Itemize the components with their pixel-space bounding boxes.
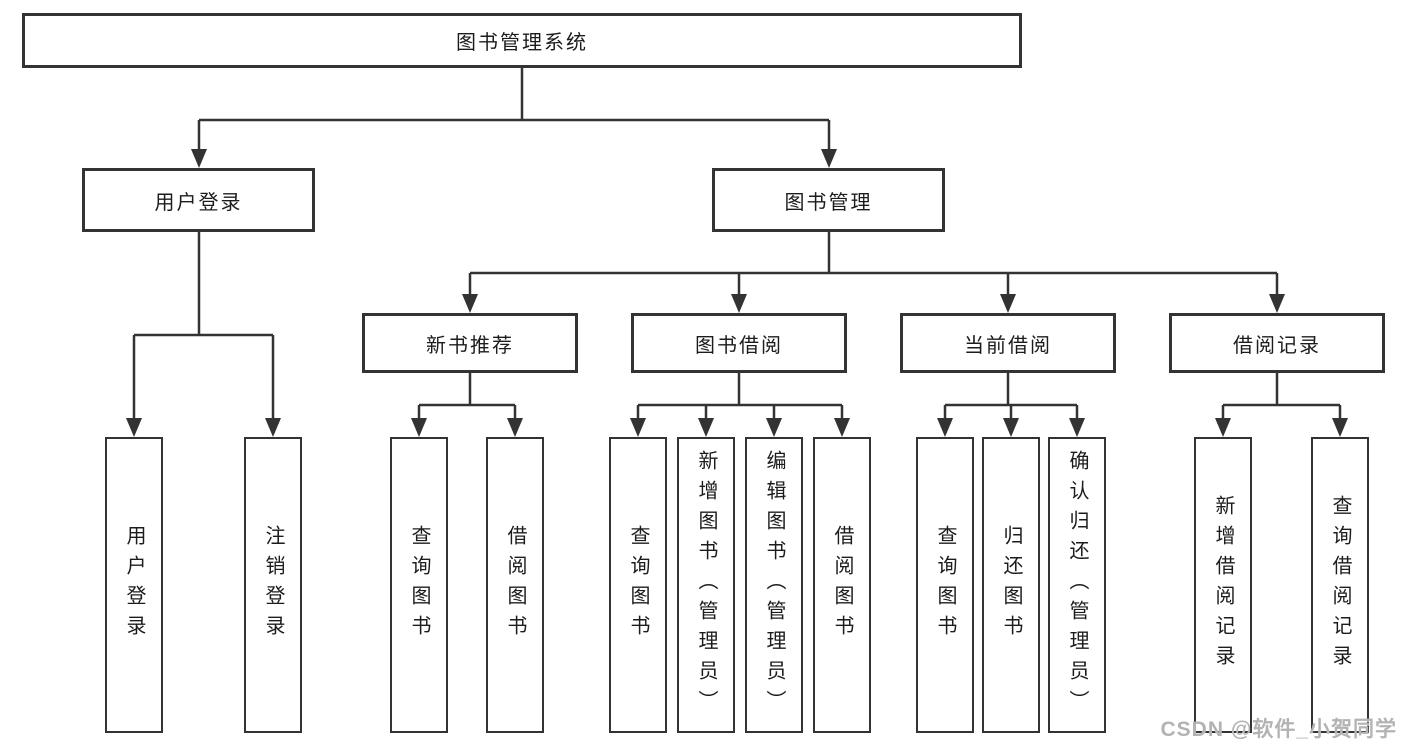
connector-newbook-to-leaves xyxy=(417,373,517,420)
arrowhead xyxy=(265,418,281,437)
arrowhead xyxy=(1000,294,1016,313)
leaf-query-books-current: 查询图书 xyxy=(916,437,974,733)
arrowhead xyxy=(821,149,837,168)
arrowhead xyxy=(411,418,427,437)
arrowhead xyxy=(630,418,646,437)
leaf-user-login: 用户登录 xyxy=(105,437,163,733)
connector-root-to-level2 xyxy=(197,68,831,152)
connector-current-to-leaves xyxy=(943,373,1079,420)
node-user-login: 用户登录 xyxy=(82,168,315,232)
connector-userlogin-to-leaves xyxy=(132,232,275,420)
node-current-borrowing: 当前借阅 xyxy=(900,313,1116,373)
arrowhead xyxy=(937,418,953,437)
leaf-logout-login: 注销登录 xyxy=(244,437,302,733)
leaf-confirm-return-admin: 确认归还（管理员） xyxy=(1048,437,1106,733)
arrowhead xyxy=(191,149,207,168)
arrowhead xyxy=(1003,418,1019,437)
arrowhead xyxy=(1215,418,1231,437)
arrowhead xyxy=(698,418,714,437)
connector-borrowing-to-leaves xyxy=(636,373,844,420)
leaf-edit-books-admin: 编辑图书（管理员） xyxy=(745,437,803,733)
arrowhead xyxy=(1269,294,1285,313)
leaf-query-borrow-record: 查询借阅记录 xyxy=(1311,437,1369,733)
node-new-book-recommend: 新书推荐 xyxy=(362,313,578,373)
leaf-borrow-books-recommend: 借阅图书 xyxy=(486,437,544,733)
leaf-query-books-borrowing: 查询图书 xyxy=(609,437,667,733)
arrowhead xyxy=(1069,418,1085,437)
arrowhead xyxy=(462,294,478,313)
node-book-management: 图书管理 xyxy=(712,168,945,232)
arrowhead xyxy=(766,418,782,437)
arrowhead xyxy=(507,418,523,437)
leaf-borrow-books-borrowing: 借阅图书 xyxy=(813,437,871,733)
node-borrowing-records: 借阅记录 xyxy=(1169,313,1385,373)
leaf-query-books-recommend: 查询图书 xyxy=(390,437,448,733)
leaf-return-books: 归还图书 xyxy=(982,437,1040,733)
leaf-add-books-admin: 新增图书（管理员） xyxy=(677,437,735,733)
arrowhead xyxy=(731,294,747,313)
arrowhead xyxy=(834,418,850,437)
node-book-borrowing: 图书借阅 xyxy=(631,313,847,373)
arrowhead xyxy=(126,418,142,437)
node-library-management-system: 图书管理系统 xyxy=(22,13,1022,68)
leaf-add-borrow-record: 新增借阅记录 xyxy=(1194,437,1252,733)
connector-records-to-leaves xyxy=(1221,373,1342,420)
connector-bookmgmt-to-level3 xyxy=(468,232,1279,297)
arrowhead xyxy=(1332,418,1348,437)
csdn-watermark: CSDN @软件_小贺同学 xyxy=(1160,718,1397,741)
